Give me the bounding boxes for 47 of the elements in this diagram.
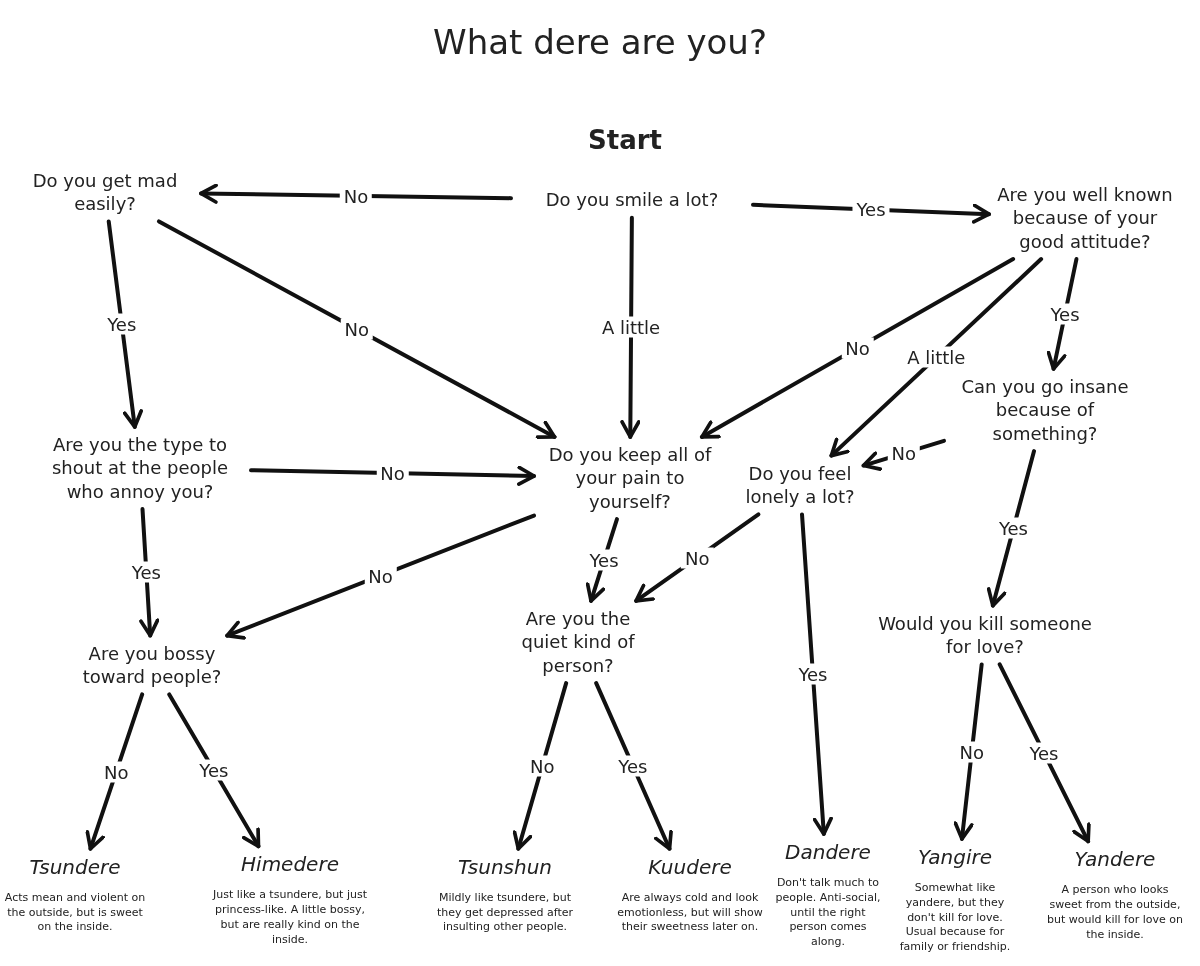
result-name: Yandere — [1073, 847, 1157, 872]
result-description: A person who looks sweet from the outside, but would kill for love on the inside. — [1046, 883, 1184, 943]
arrow — [829, 257, 1044, 458]
arrow — [156, 219, 557, 439]
result-name: Himedere — [240, 852, 340, 877]
question-text: Would you kill someone for love? — [877, 611, 1093, 659]
result-description: Are always cold and look emotionless, but will show their sweetness later on. — [616, 890, 764, 936]
arrow — [512, 681, 569, 851]
question-text: Are you the type to shout at the people who annoy you? — [50, 432, 230, 504]
result-description: Just like a tsundere, but just princess-like. A little bossy, but are really kind on the inside. — [211, 888, 368, 948]
arrow — [225, 513, 536, 640]
question-text: Do you get mad easily? — [31, 168, 179, 216]
question-text: Are you well known because of your good attitude? — [996, 182, 1174, 254]
arrow — [106, 219, 143, 429]
result-description: Mildly like tsundere, but they get depressed after insulting other people. — [435, 890, 575, 936]
arrow — [167, 692, 261, 849]
arrow — [699, 257, 1016, 439]
arrow — [199, 183, 513, 204]
result-description: Somewhat like yandere, but they don't kill for love. Usual because for family or friendship. — [898, 880, 1012, 956]
question-text: Do you feel lonely a lot? — [744, 461, 856, 509]
question-text: Do you smile a lot? — [544, 188, 720, 212]
result-description: Acts mean and violent on the outside, but is sweet on the inside. — [3, 890, 147, 936]
result-name: Tsunshun — [456, 854, 554, 879]
result-name: Yangire — [916, 844, 994, 869]
edge-label: No — [364, 565, 397, 587]
edge-label: No — [841, 337, 874, 359]
question-text: Do you keep all of your pain to yourself? — [547, 442, 713, 514]
edge-label: No — [340, 318, 373, 340]
result-name: Tsundere — [28, 854, 122, 879]
arrow — [953, 662, 984, 841]
question-text: Can you go insane because of something? — [960, 374, 1130, 446]
question-text: Are you bossy toward people? — [81, 641, 223, 689]
arrow — [800, 512, 833, 836]
arrow — [986, 449, 1037, 608]
arrow — [594, 681, 673, 851]
title: What dere are you? — [432, 22, 768, 62]
result-description: Don't talk much to people. Anti-social, until the right person comes along. — [774, 875, 882, 951]
arrow — [85, 692, 145, 851]
arrow — [997, 662, 1091, 844]
arrow — [249, 465, 536, 486]
arrow — [620, 215, 641, 439]
result-name: Dandere — [784, 839, 872, 864]
arrow — [139, 507, 160, 638]
result-name: Kuudere — [647, 854, 733, 879]
start-label: Start — [588, 125, 662, 155]
question-text: Are you the quiet kind of person? — [520, 606, 636, 678]
edge-label: No — [681, 547, 714, 569]
